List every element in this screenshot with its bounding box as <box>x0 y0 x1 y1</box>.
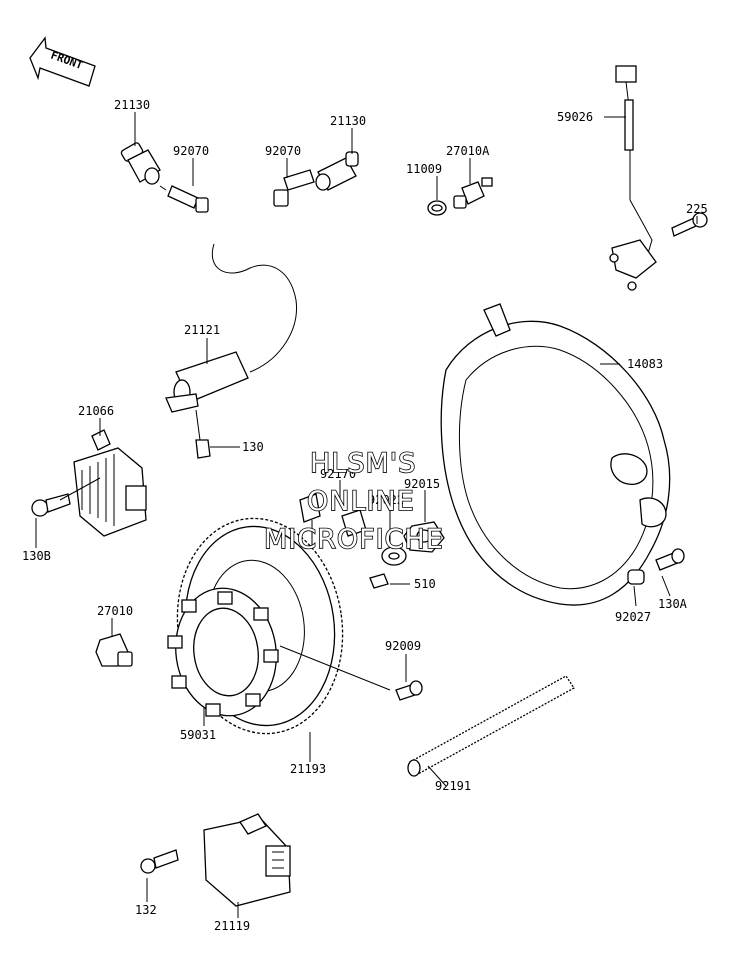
regulator-rectifier-icon <box>73 429 147 537</box>
part-label-14083: 14083 <box>627 357 663 371</box>
cdi-unit-icon <box>203 813 291 907</box>
tube-92191-icon <box>407 675 575 777</box>
ignition-coil-icon <box>165 243 297 459</box>
part-label-92022: 92022 <box>368 493 404 507</box>
leader-lines <box>35 112 698 918</box>
part-label-59026: 59026 <box>557 110 593 124</box>
part-label-27010A: 27010A <box>446 144 490 158</box>
watermark-line3: MICROFICHE <box>264 524 444 555</box>
front-arrow-icon: FRONT <box>29 36 96 87</box>
part-label-21066: 21066 <box>78 404 114 418</box>
nut-92015-icon <box>403 521 445 553</box>
part-label-92070-left: 92070 <box>173 144 209 158</box>
part-label-92015: 92015 <box>404 477 440 491</box>
part-label-130A: 130A <box>658 597 688 611</box>
part-label-21121: 21121 <box>184 323 220 337</box>
spark-plug-right-icon <box>273 169 315 207</box>
bolt-92009-icon <box>395 680 423 701</box>
part-label-27010: 27010 <box>97 604 133 618</box>
washer-92022-icon <box>381 546 407 566</box>
part-label-59031: 59031 <box>180 728 216 742</box>
watermark-line1: HLSM'S <box>310 448 416 479</box>
bolt-132-icon <box>140 849 179 874</box>
part-labels: 21130 92070 92070 21130 11009 27010A 590… <box>22 98 708 933</box>
part-label-11009: 11009 <box>406 162 442 176</box>
part-label-92009: 92009 <box>385 639 421 653</box>
part-label-92027: 92027 <box>615 610 651 624</box>
part-label-130B: 130B <box>22 549 51 563</box>
part-label-21193: 21193 <box>290 762 326 776</box>
washer-11009-icon <box>427 200 447 216</box>
part-label-21119: 21119 <box>214 919 250 933</box>
watermark: HLSM'S ONLINE MICROFICHE <box>263 447 444 556</box>
stator-icon <box>167 587 279 717</box>
part-label-510: 510 <box>414 577 436 591</box>
key-510-icon <box>369 573 389 589</box>
part-label-130: 130 <box>242 440 264 454</box>
part-label-225: 225 <box>686 202 708 216</box>
part-label-21130-right: 21130 <box>330 114 366 128</box>
flywheel-cover-icon <box>440 303 671 606</box>
spark-plug-left-icon <box>159 185 209 213</box>
plug-cap-right-icon <box>315 151 359 191</box>
part-label-132: 132 <box>135 903 157 917</box>
bolt-130B-icon <box>31 493 71 517</box>
bolt-225-icon <box>671 212 708 237</box>
part-label-92170: 92170 <box>320 467 356 481</box>
sensor-27010A-icon <box>453 177 493 209</box>
watermark-line2: ONLINE <box>307 486 415 517</box>
part-label-21130-left: 21130 <box>114 98 150 112</box>
grommet-92027-icon <box>627 569 645 585</box>
bolt-130A-icon <box>655 548 685 571</box>
plug-cap-left-icon <box>120 142 161 185</box>
sensor-27010-icon <box>95 633 133 667</box>
pulser-coil-harness-icon <box>609 65 657 291</box>
part-label-92070-right: 92070 <box>265 144 301 158</box>
part-label-92191: 92191 <box>435 779 471 793</box>
holder-92170-icon <box>299 493 367 598</box>
